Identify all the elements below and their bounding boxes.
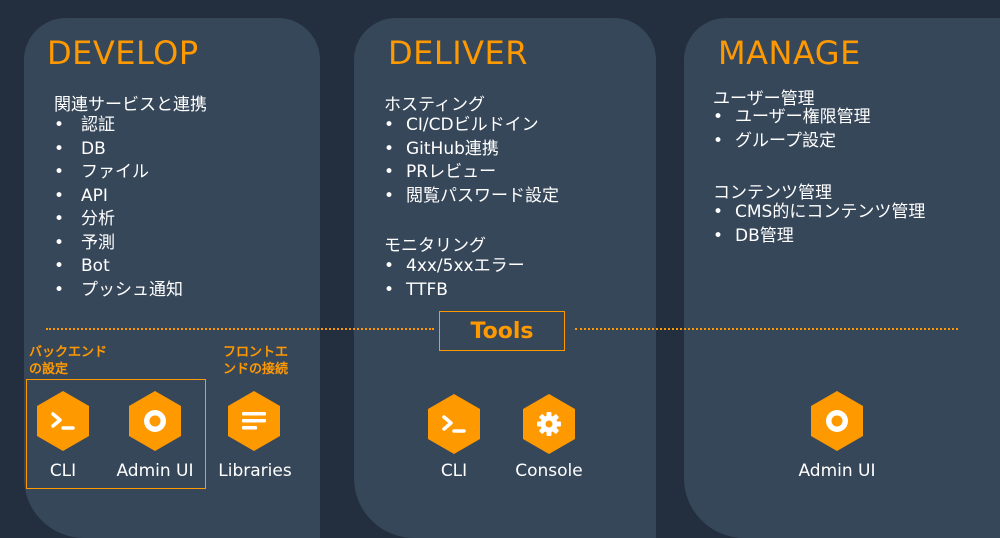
manage-item: •グループ設定 (713, 130, 836, 151)
gear-icon[interactable] (523, 394, 575, 454)
cli-label: CLI (49, 461, 77, 481)
deliver-item: •GitHub連携 (384, 138, 499, 159)
deliver-item: •4xx/5xxエラー (384, 256, 525, 276)
console-label: Console (515, 461, 583, 481)
develop-title: DEVELOP (47, 34, 199, 72)
cli-label-deliver: CLI (440, 461, 468, 481)
deliver-heading-hosting: ホスティング (384, 95, 485, 115)
develop-item: •予測 (54, 232, 115, 253)
deliver-heading-monitoring: モニタリング (384, 236, 486, 256)
manage-item: •ユーザー権限管理 (713, 107, 871, 127)
deliver-item: •PRレビュー (384, 162, 497, 182)
deliver-item: •閲覧パスワード設定 (384, 185, 559, 206)
libraries-label: Libraries (218, 461, 292, 481)
deliver-item: •CI/CDビルドイン (384, 115, 539, 135)
manage-users-list: •ユーザー権限管理 •グループ設定 (713, 106, 871, 153)
admin-ui-label-manage: Admin UI (798, 461, 876, 481)
manage-heading-content: コンテンツ管理 (713, 183, 832, 203)
backend-setup-label: バックエンド の設定 (29, 345, 108, 377)
deliver-hosting-list: •CI/CDビルドイン •GitHub連携 •PRレビュー •閲覧パスワード設定 (384, 114, 559, 208)
manage-item: •CMS的にコンテンツ管理 (713, 202, 926, 222)
develop-item: •API (54, 185, 108, 206)
deliver-panel (354, 18, 656, 538)
develop-item: •Bot (54, 256, 110, 276)
manage-item: •DB管理 (713, 225, 794, 246)
deliver-monitoring-list: •4xx/5xxエラー •TTFB (384, 255, 525, 302)
deliver-item: •TTFB (384, 279, 448, 300)
backend-group-box (26, 379, 206, 489)
terminal-icon[interactable] (37, 391, 89, 451)
admin-ui-icon[interactable] (811, 391, 863, 451)
terminal-icon[interactable] (428, 394, 480, 454)
tools-divider-right (575, 328, 958, 330)
tools-divider-left (46, 328, 434, 330)
tools-label: Tools (439, 311, 565, 351)
manage-title: MANAGE (718, 34, 861, 72)
frontend-connect-label: フロントエ ンドの接続 (223, 345, 289, 377)
manage-heading-users: ユーザー管理 (713, 89, 815, 109)
develop-heading: 関連サービスと連携 (54, 95, 207, 115)
manage-content-list: •CMS的にコンテンツ管理 •DB管理 (713, 201, 925, 248)
develop-item: •ファイル (54, 162, 149, 182)
develop-panel (24, 18, 320, 538)
libraries-icon[interactable] (228, 391, 280, 451)
deliver-title: DELIVER (388, 34, 528, 72)
admin-ui-icon[interactable] (129, 391, 181, 451)
admin-ui-label: Admin UI (116, 461, 194, 481)
develop-list: •認証 •DB •ファイル •API •分析 •予測 •Bot •プッシュ通知 (54, 114, 183, 302)
develop-item: •プッシュ通知 (54, 279, 183, 300)
develop-item: •認証 (54, 115, 115, 135)
develop-item: •分析 (54, 209, 115, 229)
manage-panel (684, 18, 1000, 538)
develop-item: •DB (54, 138, 106, 159)
